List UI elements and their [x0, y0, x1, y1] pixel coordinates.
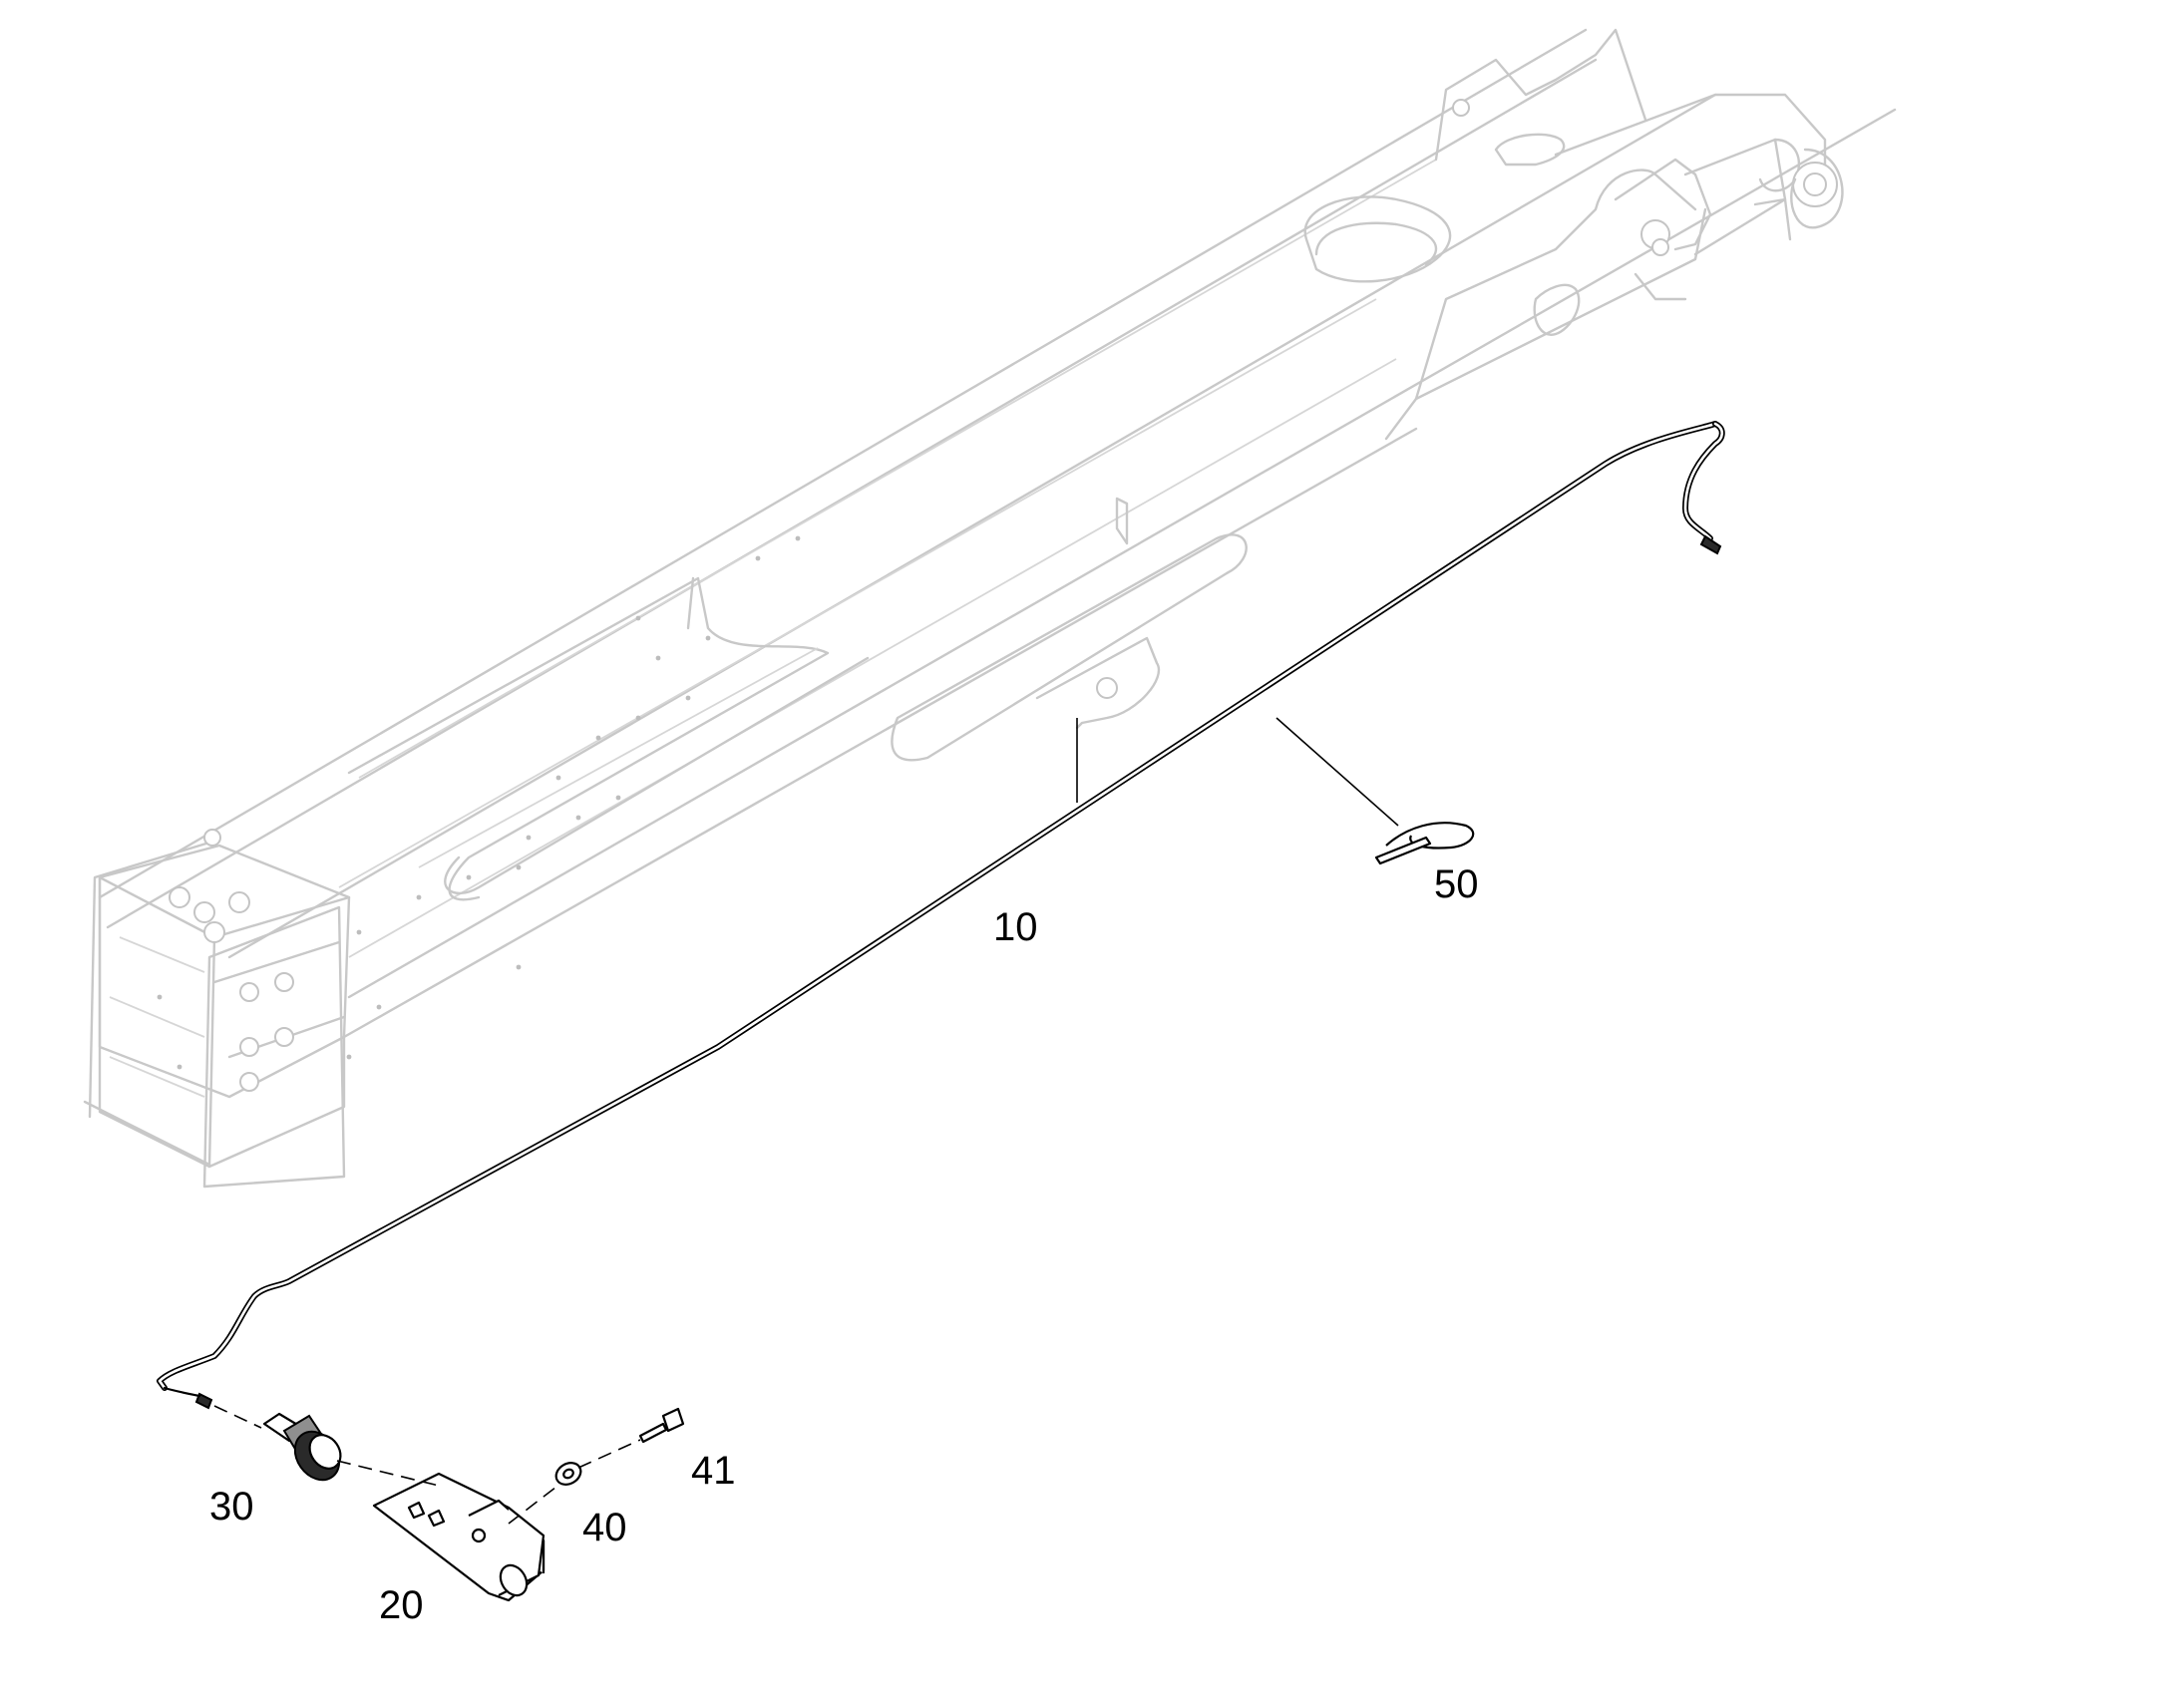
callout-40: 40: [582, 1506, 627, 1549]
washer: [554, 1462, 582, 1486]
callout-labels: 10 20 30 40 41 50: [209, 862, 1479, 1627]
callout-41: 41: [691, 1449, 736, 1493]
bracket: [372, 1472, 545, 1602]
pressure-sensor: [262, 1412, 342, 1482]
callout-50: 50: [1434, 862, 1479, 906]
callout-20: 20: [379, 1583, 424, 1627]
cable-tie: [1374, 822, 1475, 865]
leader-lines: [213, 717, 1399, 1525]
bolt: [638, 1407, 685, 1444]
boom-assembly: [83, 28, 1897, 1189]
hose-assembly: [157, 421, 1725, 1410]
callout-30: 30: [209, 1485, 254, 1529]
callout-10: 10: [993, 905, 1038, 949]
